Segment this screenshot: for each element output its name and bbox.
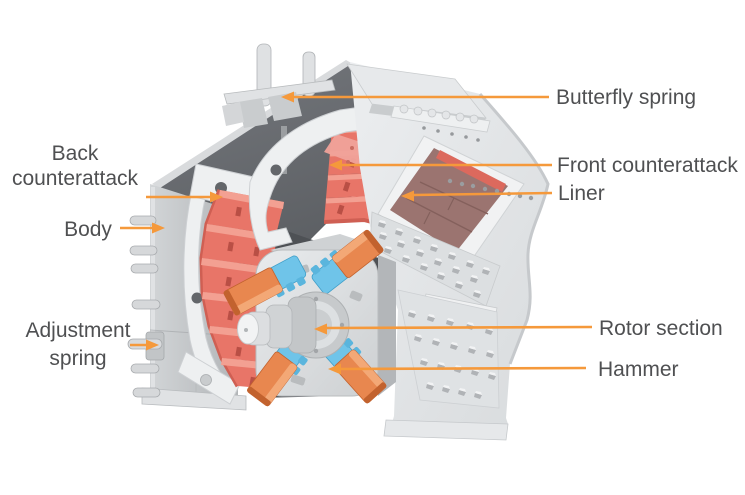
label-rotor-section: Rotor section [599, 317, 723, 340]
door-hinge [390, 104, 491, 142]
hammer-upper-left [223, 255, 307, 316]
studded-panel [397, 289, 500, 409]
label-body: Body [64, 218, 112, 241]
label-front-counterattack: Front counterattack [557, 154, 738, 177]
door-assembly [346, 62, 550, 441]
rotor-section [223, 229, 396, 407]
label-back-counterattack-line2: counterattack [12, 167, 139, 190]
door-foot-flange [383, 419, 509, 441]
leader-liner [412, 191, 553, 197]
label-adjustment-spring-line1: Adjustment [25, 319, 130, 342]
label-butterfly-spring: Butterfly spring [556, 86, 696, 109]
front-plate-frame [248, 101, 403, 251]
hammer-upper-right [310, 229, 384, 294]
leader-rotor-section [325, 325, 593, 330]
callouts: Butterfly spring Front counterattack Lin… [12, 86, 738, 381]
rotor-shaft [237, 296, 317, 354]
label-hammer: Hammer [598, 358, 679, 381]
label-liner: Liner [558, 182, 605, 205]
label-back-counterattack-line1: Back [52, 142, 99, 165]
leader-hammer [339, 366, 587, 371]
label-adjustment-spring-line2: spring [49, 347, 106, 370]
